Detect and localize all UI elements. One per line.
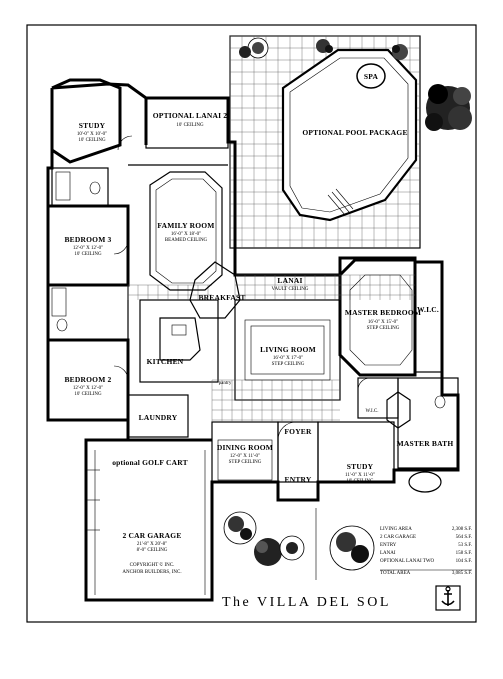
svg-text:10'-0" X 10'-0": 10'-0" X 10'-0" (77, 132, 107, 137)
spa-label: SPA (364, 72, 379, 81)
area-value: 3,085 S.F. (452, 571, 472, 576)
tree-icon (254, 538, 282, 566)
interior-walls (47, 78, 459, 483)
svg-text:16'-0" X 15'-0": 16'-0" X 15'-0" (368, 320, 398, 325)
toilet-icon (434, 395, 446, 409)
palm-tree-icon (425, 84, 472, 131)
tree-icon (329, 525, 375, 571)
svg-text:STEP CEILING: STEP CEILING (272, 362, 305, 367)
shower-icon (386, 391, 411, 429)
laundry-label: LAUNDRY (139, 413, 178, 422)
garage-floor (86, 450, 206, 595)
fixtures (51, 171, 446, 493)
svg-text:10' CEILING: 10' CEILING (176, 123, 204, 128)
living-ceiling (244, 319, 331, 381)
svg-text:BEAMED CEILING: BEAMED CEILING (165, 238, 208, 243)
pool-label: OPTIONAL POOL PACKAGE (302, 128, 407, 137)
shrub-icon (316, 39, 333, 53)
tree-icon (279, 535, 305, 561)
area-label: LANAI (380, 551, 396, 556)
tree-icon (223, 511, 257, 545)
area-value: 564 S.F. (456, 535, 472, 540)
golf-cart-label: optional GOLF CART (112, 458, 188, 467)
svg-text:STEP CEILING: STEP CEILING (229, 460, 262, 465)
kitchen-label: KITCHEN (147, 357, 184, 366)
anchor-logo-icon (435, 585, 461, 611)
svg-text:12'-0" X 11'-0": 12'-0" X 11'-0" (230, 454, 260, 459)
family-room-label: FAMILY ROOM (157, 221, 214, 230)
tub-icon (51, 287, 67, 317)
toilet-icon (56, 318, 68, 332)
page-border (26, 24, 477, 623)
optional-lanai-2-label: OPTIONAL LANAI 2 (153, 111, 228, 120)
living-room-label: LIVING ROOM (260, 345, 316, 354)
study-label: STUDY (79, 121, 106, 130)
area-value: 158 S.F. (456, 551, 472, 556)
landscaping (239, 37, 472, 131)
breakfast-bay (189, 261, 241, 319)
dining-room-label: DINING ROOM (217, 443, 273, 452)
svg-text:16'-0" X 17'-0": 16'-0" X 17'-0" (273, 356, 303, 361)
area-label: OPTIONAL LANAI TWO (380, 559, 435, 564)
wic-label: W.I.C. (417, 305, 439, 314)
svg-text:8'-0" CEILING: 8'-0" CEILING (137, 548, 168, 553)
pool-outline (281, 48, 418, 222)
master-bath-label: MASTER BATH (397, 439, 454, 448)
kitchen-island (159, 317, 201, 361)
room-labels: STUDY 10'-0" X 10'-0" 10' CEILING OPTION… (64, 111, 453, 575)
entry-label: ENTRY (285, 475, 312, 484)
kitchen-sink-icon (171, 324, 187, 336)
entry-landscaping (223, 511, 375, 571)
doors (113, 135, 371, 441)
area-value: 53 S.F. (458, 543, 472, 548)
svg-text:10' CEILING: 10' CEILING (74, 252, 102, 257)
pool-deck: SPA OPTIONAL POOL PACKAGE (229, 35, 421, 249)
floor-tiles (127, 274, 415, 422)
svg-text:STEP CEILING: STEP CEILING (367, 326, 400, 331)
garage-label: 2 CAR GARAGE (122, 531, 181, 540)
plan-title: The VILLA DEL SOL (222, 595, 391, 610)
svg-text:10' CEILING: 10' CEILING (74, 392, 102, 397)
area-label: 2 CAR GARAGE (380, 535, 416, 540)
area-value: 104 S.F. (456, 559, 472, 564)
toilet-icon (89, 181, 101, 195)
master-ceiling (349, 274, 413, 366)
foyer-label: FOYER (284, 427, 312, 436)
area-table: LIVING AREA 2,308 S.F. 2 CAR GARAGE 564 S.F… (315, 508, 472, 580)
svg-text:16'-0" X 18'-0": 16'-0" X 18'-0" (171, 232, 201, 237)
svg-text:11'-0" X 11'-0": 11'-0" X 11'-0" (345, 473, 375, 478)
area-label: TOTAL AREA (380, 571, 411, 576)
copyright-line-1: COPYRIGHT © INC. (130, 562, 175, 568)
svg-text:21'-8" X 20'-8": 21'-8" X 20'-8" (137, 542, 167, 547)
shrub-icon (392, 44, 408, 60)
svg-text:12'-0" X 12'-0": 12'-0" X 12'-0" (73, 246, 103, 251)
copyright-line-2: ANCHOR BUILDERS, INC. (122, 570, 181, 575)
svg-text:12'-0" X 12'-0": 12'-0" X 12'-0" (73, 386, 103, 391)
svg-text:VAULT CEILING: VAULT CEILING (272, 287, 309, 292)
bedroom-3-label: BEDROOM 3 (64, 235, 111, 244)
svg-text:10' CEILING: 10' CEILING (78, 138, 106, 143)
tub-icon (55, 171, 71, 201)
bedroom-2-label: BEDROOM 2 (64, 375, 111, 384)
area-label: ENTRY (380, 543, 397, 548)
lanai-label: LANAI (277, 276, 302, 285)
shrub-icon (239, 37, 269, 59)
spa-shape (356, 63, 386, 89)
master-bedroom-label: MASTER BEDROOM (345, 308, 421, 317)
pantry-label: pantry (219, 381, 232, 386)
area-value: 2,308 S.F. (452, 527, 472, 532)
garden-tub-icon (408, 471, 442, 493)
area-label: LIVING AREA (380, 527, 412, 532)
svg-text:10' CEILING: 10' CEILING (346, 479, 374, 484)
breakfast-label: BREAKFAST (198, 293, 245, 302)
study-2-label: STUDY (347, 462, 374, 471)
pool-inner-edge (289, 57, 409, 213)
family-room-ceiling (149, 171, 223, 291)
wic-2-label: W.I.C. (365, 409, 378, 414)
